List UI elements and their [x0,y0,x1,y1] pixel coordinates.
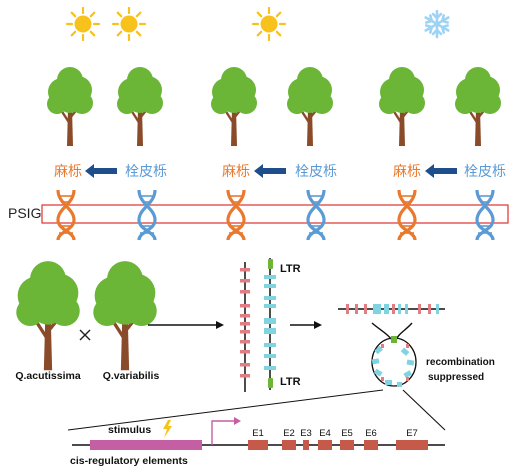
exon-blocks [248,440,428,450]
zoom-line [402,389,446,431]
dna-blue-icon [137,188,157,242]
zoom-line [67,389,384,431]
tree-icon [14,259,82,372]
species-name-left: Q.acutissima [15,370,81,382]
dna-orange-icon [226,188,246,242]
ltr-marker [268,259,273,269]
exon-label: E3 [300,428,312,439]
exon-label: E7 [406,428,418,439]
stimulus-label: stimulus [108,424,151,436]
sun-icon [251,6,287,42]
tree-icon [377,65,427,148]
paired-segment [338,304,445,314]
sun-icon [111,6,147,42]
recombination-label: recombination [426,357,495,368]
psig-label: PSIG [8,205,41,221]
arrow-left-icon [254,164,286,178]
chromosome-right [264,258,276,390]
exon-label: E5 [341,428,353,439]
ltr-marker [268,378,273,388]
tss-arrow-icon [211,417,241,445]
dna-orange-icon [397,188,417,242]
suppressed-label: suppressed [428,372,484,383]
exon-label: E6 [365,428,377,439]
tree-icon [285,65,335,148]
species-label-right: 栓皮栎 [295,164,337,180]
exon-label: E4 [319,428,331,439]
tree-icon [115,65,165,148]
dna-orange-icon [56,188,76,242]
dna-blue-icon [475,188,495,242]
arrow-left-icon [425,164,457,178]
inversion-loop [371,322,417,387]
ltr-label-bottom: LTR [280,376,301,388]
lightning-icon [163,420,172,438]
tree-icon [45,65,95,148]
snowflake-icon [424,9,450,39]
cis-regulatory-label: cis-regulatory elements [70,455,188,467]
sun-icon [65,6,101,42]
species-name-right: Q.variabilis [103,370,160,382]
species-label-left: 麻栎 [54,164,82,180]
species-label-right: 栓皮栎 [464,164,506,180]
species-label-left: 麻栎 [393,164,421,180]
tree-icon [209,65,259,148]
arrow-right-icon [148,321,224,329]
psig-box [41,204,509,224]
arrow-left-icon [85,164,117,178]
exon-label: E1 [252,428,264,439]
exon-label: E2 [283,428,295,439]
tree-icon [91,259,159,372]
cross-icon [79,329,91,341]
species-label-left: 麻栎 [222,164,250,180]
chromosome-left [240,262,250,392]
dna-blue-icon [306,188,326,242]
arrow-right-icon [290,321,322,329]
species-label-right: 栓皮栎 [125,164,167,180]
ltr-label-top: LTR [280,263,301,275]
tree-icon [453,65,503,148]
cis-element-bar [90,440,202,450]
